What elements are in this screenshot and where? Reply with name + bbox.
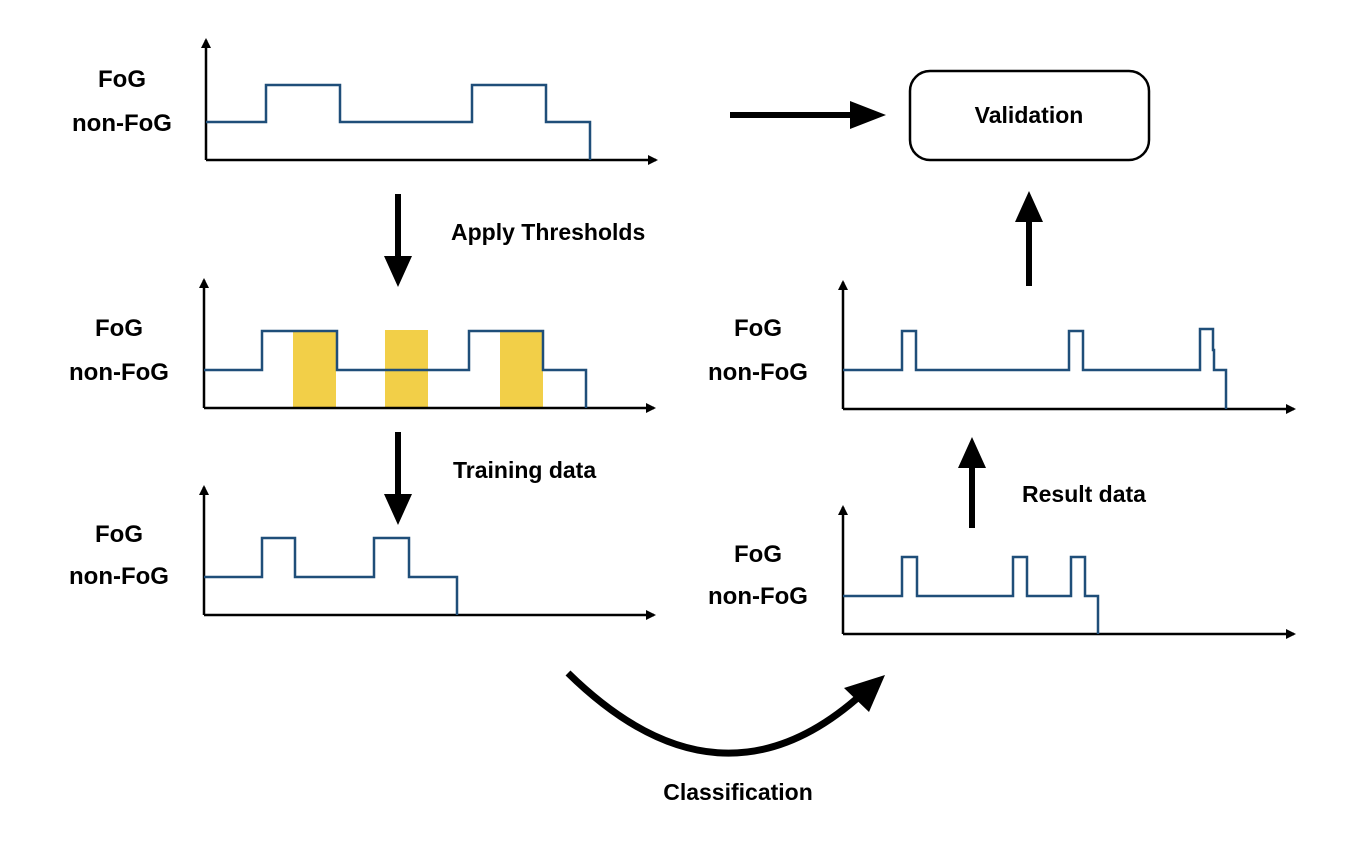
threshold-window [500, 330, 543, 408]
arrow-classification-curve [565, 670, 885, 757]
panel-original-signal: FoG non-FoG [72, 38, 658, 165]
validation-box-border [908, 69, 1151, 162]
non-fog-label: non-FoG [708, 583, 808, 610]
panel-training-signal: FoG non-FoG [69, 485, 656, 620]
non-fog-label: non-FoG [69, 359, 169, 386]
fog-label: FoG [734, 315, 782, 342]
step-training-data: Training data [453, 457, 596, 483]
fog-label: FoG [95, 521, 143, 548]
arrow-right-to-validation [730, 101, 886, 129]
signal-trace [204, 329, 588, 408]
step-result-data: Result data [1022, 481, 1146, 507]
fog-label: FoG [734, 541, 782, 568]
non-fog-label: non-FoG [69, 563, 169, 590]
signal-trace [204, 536, 459, 615]
non-fog-label: non-FoG [72, 110, 172, 137]
arrow-down-training-data [384, 432, 412, 525]
step-classification: Classification [663, 779, 813, 805]
signal-trace [843, 555, 1100, 634]
validation-label: Validation [975, 102, 1084, 128]
panel-thresholded-signal: FoG non-FoG [69, 278, 656, 413]
threshold-window [293, 330, 336, 408]
signal-trace [843, 327, 1228, 409]
arrow-up-to-validation [1015, 191, 1043, 286]
non-fog-label: non-FoG [708, 359, 808, 386]
validation-box: Validation [908, 69, 1151, 162]
fog-label: FoG [95, 315, 143, 342]
panel-result-signal: FoG non-FoG [708, 505, 1296, 639]
panel-validated-signal: FoG non-FoG [708, 280, 1296, 414]
step-apply-thresholds: Apply Thresholds [451, 219, 645, 245]
arrow-down-apply-thresholds [384, 194, 412, 287]
signal-trace [206, 83, 592, 160]
arrow-up-result-data [958, 437, 986, 528]
fog-label: FoG [98, 66, 146, 93]
